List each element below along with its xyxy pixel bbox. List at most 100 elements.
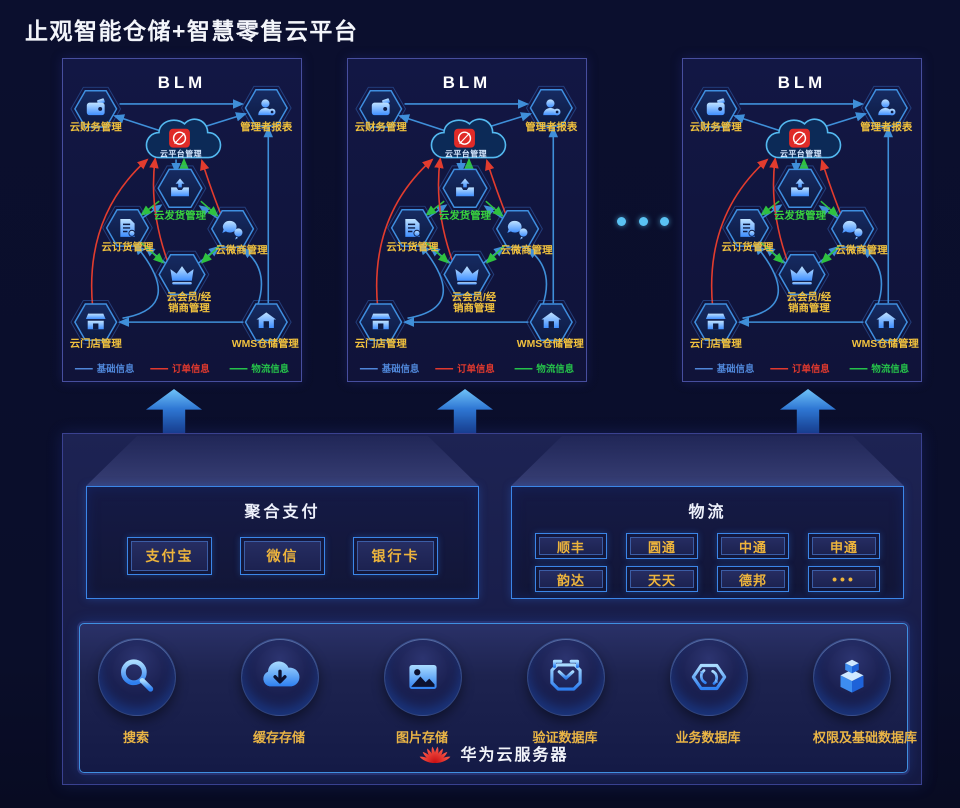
svg-text:云会员/经销商管理: 云会员/经销商管理 [452, 290, 497, 314]
svg-text:云财务管理: 云财务管理 [690, 121, 743, 134]
logistics-chip: 顺丰 [535, 533, 607, 559]
server-brand: 华为云服务器 [80, 741, 907, 765]
service-search: 搜索 [98, 638, 176, 746]
svg-text:云平台管理: 云平台管理 [780, 149, 822, 159]
cloud-wechat-business [827, 206, 878, 252]
panel-separator-dots [617, 217, 669, 226]
svg-text:云订货管理: 云订货管理 [101, 241, 154, 254]
payment-chip: 微信 [240, 537, 325, 575]
search-icon [98, 638, 176, 716]
cloud-wechat-business [207, 206, 258, 252]
dot-icon [617, 217, 626, 226]
svg-text:云财务管理: 云财务管理 [70, 121, 123, 134]
logistics-chip: 申通 [808, 533, 880, 559]
svg-text:物流信息: 物流信息 [871, 363, 909, 374]
svg-text:云财务管理: 云财务管理 [355, 121, 408, 134]
svg-text:云微商管理: 云微商管理 [835, 244, 888, 257]
cloud-ordering [102, 205, 153, 251]
image-icon [384, 638, 462, 716]
cloud-store [70, 300, 122, 345]
cloud-store [690, 300, 742, 345]
bear-shield-icon [527, 638, 605, 716]
payment-title: 聚合支付 [244, 504, 321, 521]
cloud-member-dealer [439, 250, 495, 299]
logistics-chip: 圆通 [626, 533, 698, 559]
svg-text:基础信息: 基础信息 [381, 363, 420, 374]
server-label: 华为云服务器 [460, 747, 569, 764]
svg-text:BLM: BLM [158, 73, 206, 92]
server-platform: 搜索 缓存存储 图片存储 验证数据库 业务数据库 权限及基础数据库 华为云服务器 [79, 623, 917, 773]
up-arrow-icon [780, 389, 836, 433]
service-business-database: 业务数据库 [670, 638, 748, 746]
svg-text:物流信息: 物流信息 [251, 363, 289, 374]
cloud-platform-node: 云平台管理 [765, 118, 842, 159]
cloud-finance [70, 86, 122, 132]
service-label: 业务数据库 [675, 730, 741, 745]
svg-text:云门店管理: 云门店管理 [355, 337, 408, 350]
svg-text:WMS仓储管理: WMS仓储管理 [517, 337, 585, 350]
dot-icon [638, 217, 648, 226]
services-row: 搜索 缓存存储 图片存储 验证数据库 业务数据库 权限及基础数据库 [80, 624, 917, 746]
logistics-items: 顺丰圆通中通申通韵达天天德邦••• [512, 533, 903, 592]
cube-stack-icon [813, 638, 891, 716]
svg-text:管理者报表: 管理者报表 [240, 121, 293, 134]
svg-text:云平台管理: 云平台管理 [160, 149, 202, 159]
svg-text:云门店管理: 云门店管理 [690, 337, 743, 350]
svg-text:云订货管理: 云订货管理 [721, 241, 774, 254]
service-cache-storage: 缓存存储 [241, 638, 319, 746]
cloud-shipping [773, 165, 827, 212]
cloud-finance [355, 86, 407, 132]
svg-text:云门店管理: 云门店管理 [70, 337, 123, 350]
svg-text:基础信息: 基础信息 [96, 363, 135, 374]
service-permission-base-database: 权限及基础数据库 [813, 638, 917, 746]
cloud-shipping [438, 165, 492, 212]
cloud-ordering [387, 205, 438, 251]
cloud-store [355, 300, 407, 345]
svg-text:基础信息: 基础信息 [716, 363, 755, 374]
stage-glow [86, 436, 479, 486]
cloud-download-icon [241, 638, 319, 716]
service-label: 搜索 [122, 730, 149, 745]
up-arrow-icon [146, 389, 202, 433]
cloud-member-dealer [774, 250, 830, 299]
svg-text:云会员/经销商管理: 云会员/经销商管理 [167, 290, 212, 314]
wms-warehouse [525, 300, 577, 345]
cloud-wechat-business [492, 206, 543, 252]
page-title: 止观智能仓储+智慧零售云平台 [25, 18, 359, 44]
svg-text:订单信息: 订单信息 [172, 363, 210, 374]
svg-text:云会员/经销商管理: 云会员/经销商管理 [787, 290, 832, 314]
service-label: 验证数据库 [532, 730, 598, 745]
wms-warehouse [860, 300, 912, 345]
svg-text:云微商管理: 云微商管理 [215, 244, 268, 257]
service-label: 图片存储 [395, 730, 448, 745]
foundation-container: 聚合支付 支付宝微信银行卡 物流 顺丰圆通中通申通韵达天天德邦••• 搜索缓存存… [62, 433, 922, 785]
svg-text:云发货管理: 云发货管理 [774, 209, 827, 222]
cloud-shipping [153, 165, 207, 212]
svg-text:WMS仓储管理: WMS仓储管理 [852, 337, 920, 350]
svg-text:管理者报表: 管理者报表 [525, 121, 578, 134]
service-auth-database: 验证数据库 [527, 638, 605, 746]
cloud-platform-node: 云平台管理 [145, 118, 222, 159]
cloud-finance [690, 86, 742, 132]
svg-text:物流信息: 物流信息 [536, 363, 574, 374]
logistics-section: 物流 顺丰圆通中通申通韵达天天德邦••• [511, 486, 904, 599]
svg-text:订单信息: 订单信息 [792, 363, 830, 374]
stage-glow [511, 436, 904, 486]
service-image-storage: 图片存储 [384, 638, 462, 746]
logistics-chip: 韵达 [535, 566, 607, 592]
logistics-title: 物流 [688, 504, 727, 521]
logistics-chip: 中通 [717, 533, 789, 559]
up-arrow-icon [437, 389, 493, 433]
cloud-member-dealer [154, 250, 210, 299]
cloud-platform-node: 云平台管理 [430, 118, 507, 159]
logistics-chip: 天天 [626, 566, 698, 592]
dot-icon [660, 217, 669, 226]
svg-text:WMS仓储管理: WMS仓储管理 [232, 337, 300, 350]
huawei-logo-icon [420, 746, 451, 764]
svg-text:BLM: BLM [778, 73, 826, 92]
service-label: 缓存存储 [252, 730, 305, 745]
